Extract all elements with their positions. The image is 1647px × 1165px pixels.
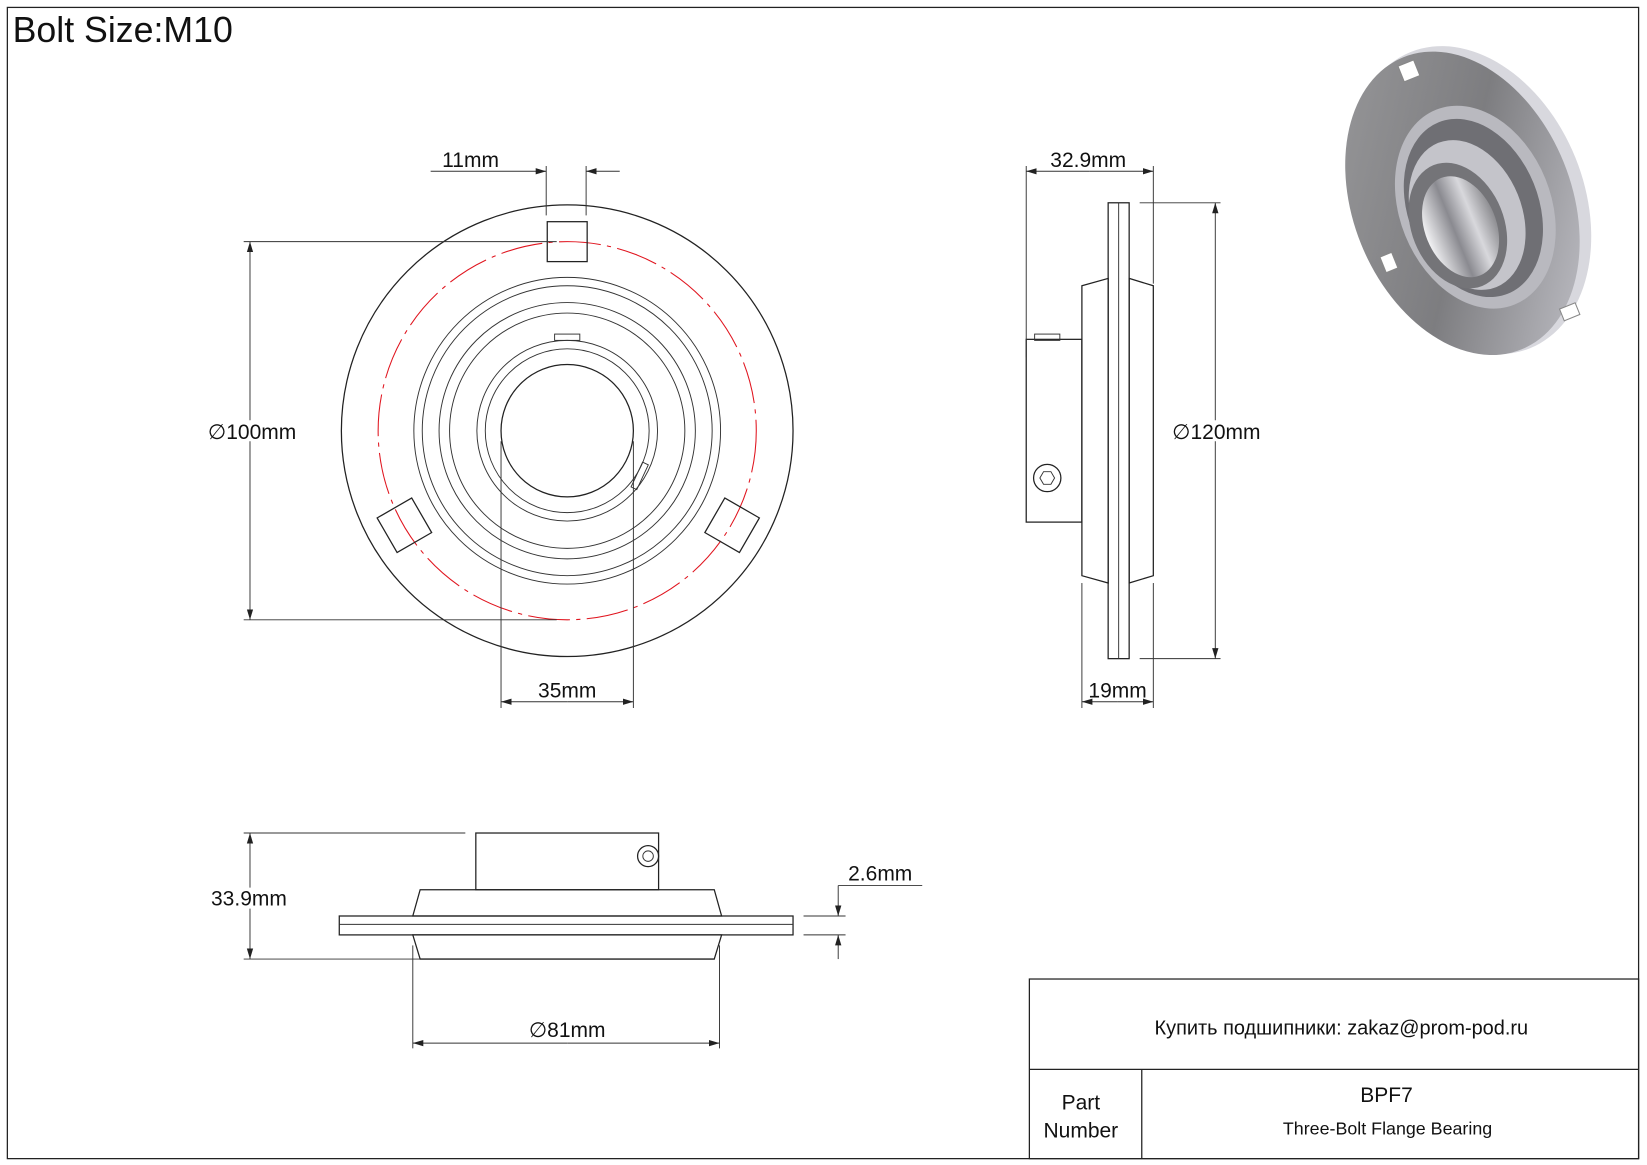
dim-flange-diameter: ∅120mm	[1172, 421, 1260, 444]
part-description: Three-Bolt Flange Bearing	[1283, 1118, 1492, 1138]
dim-slot-width: 11mm	[442, 149, 499, 172]
front-view: 11mm ∅100mm 35mm	[208, 149, 794, 709]
set-screw	[636, 844, 660, 868]
drawing-border	[6, 6, 1640, 1160]
contact-text: Купить подшипники: zakaz@prom-pod.ru	[1155, 1018, 1529, 1040]
bolt-slot	[703, 497, 761, 554]
bolt-size-label: Bolt Size:M10	[13, 10, 233, 50]
bolt-circle-centerline	[377, 241, 757, 621]
bolt-slot	[376, 497, 433, 554]
set-screw	[1032, 463, 1062, 493]
dim-plate-thickness: 2.6mm	[848, 862, 912, 885]
part-label-line1: Part	[1062, 1091, 1101, 1114]
dim-bore: 35mm	[538, 680, 596, 703]
bottom-view: 33.9mm 2.6mm ∅81mm	[211, 832, 923, 1049]
part-number: BPF7	[1360, 1084, 1413, 1107]
dim-hub-width: 19mm	[1088, 680, 1146, 703]
part-label-line2: Number	[1043, 1120, 1118, 1143]
dim-bolt-circle: ∅100mm	[208, 421, 296, 444]
bearing-3d-render	[1345, 46, 1592, 356]
side-view: 32.9mm ∅120mm 19mm	[1025, 149, 1261, 709]
dim-hub-diameter: ∅81mm	[529, 1019, 606, 1042]
title-block: Купить подшипники: zakaz@prom-pod.ru Par…	[1028, 978, 1640, 1160]
dim-overall-width: 32.9mm	[1050, 149, 1126, 172]
dim-height: 33.9mm	[211, 887, 287, 910]
